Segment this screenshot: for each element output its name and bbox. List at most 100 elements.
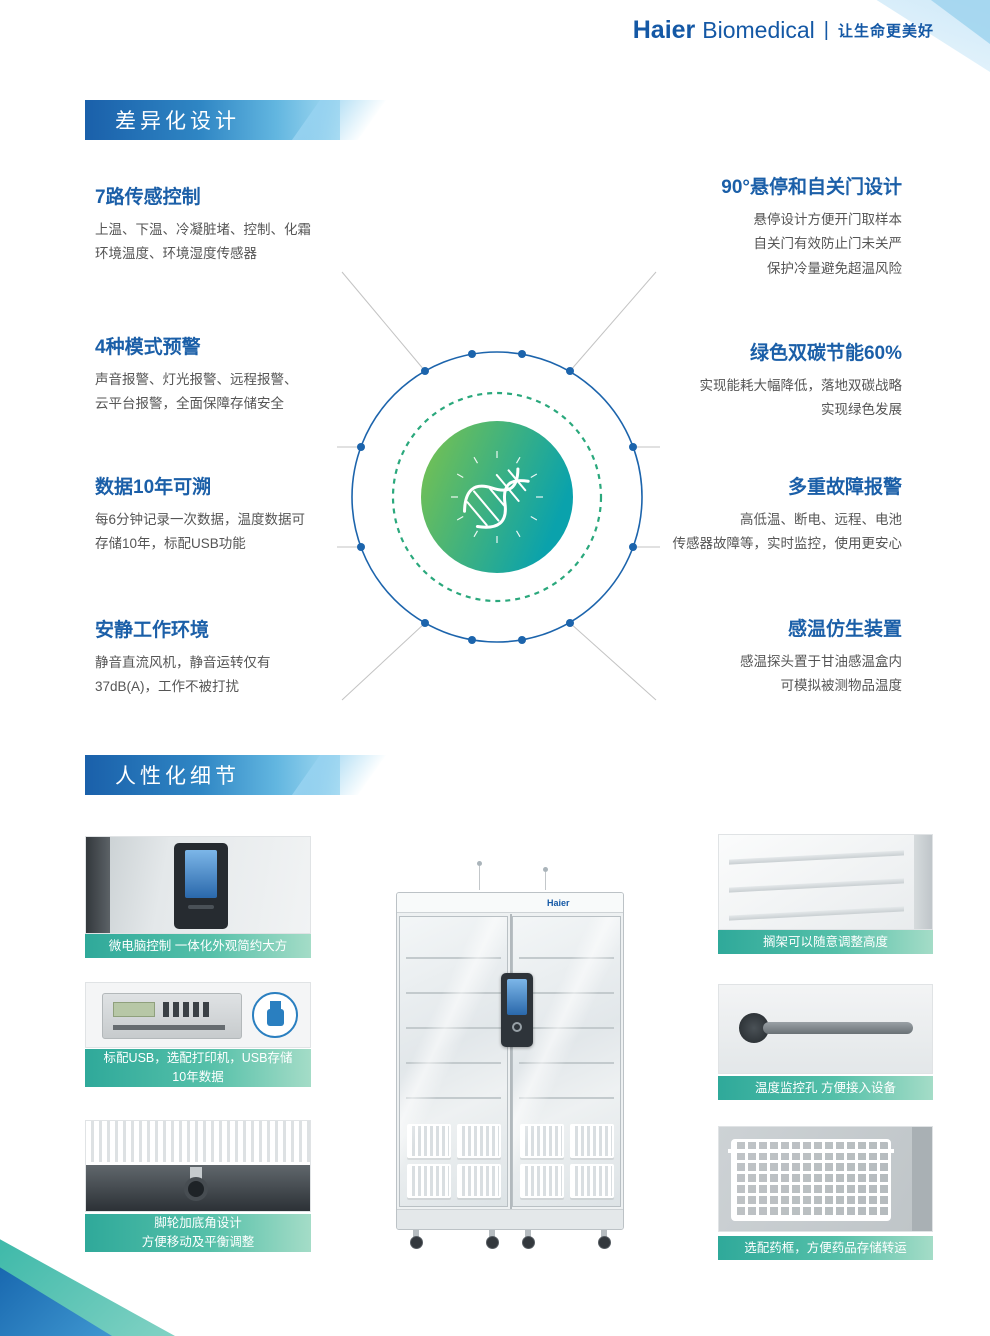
leader-line [545, 872, 546, 890]
control-panel [174, 843, 228, 929]
caption-temp-port: 温度监控孔 方便接入设备 [718, 1076, 933, 1100]
section-title-design-text: 差异化设计 [115, 110, 240, 133]
feature-text: 实现绿色发展 [821, 402, 902, 418]
center-diagram [337, 271, 660, 701]
caption-text: 温度监控孔 方便接入设备 [755, 1080, 896, 1095]
shelf-bar [729, 850, 904, 865]
feature-sensor-control: 7路传感控制 上温、下温、冷凝脏堵、控制、化霜 环境温度、环境湿度传感器 [95, 182, 311, 267]
caption-usb-printer: 标配USB，选配打印机，USB存储 10年数据 [85, 1049, 311, 1087]
dashed-circle [391, 391, 603, 603]
photo-control-panel [85, 836, 311, 934]
feature-title: 数据10年可溯 [95, 477, 212, 498]
feature-text: 存储10年，标配USB功能 [95, 536, 246, 552]
glass-reflection [400, 917, 507, 1206]
feature-title: 绿色双碳节能60% [749, 343, 902, 364]
leader-line [479, 866, 480, 890]
shelf-bar [729, 906, 904, 921]
fridge-caster [522, 1230, 535, 1250]
feature-text: 云平台报警，全面保障存储安全 [95, 396, 284, 412]
fridge-caster [598, 1230, 611, 1250]
fridge-caster [486, 1230, 499, 1250]
dna-icon [463, 467, 530, 529]
brand-divider: | [823, 19, 829, 41]
section-title-design: 差异化设计 [85, 100, 340, 140]
medicine-basket [731, 1139, 891, 1221]
caster-stem [190, 1167, 202, 1179]
feature-text: 自关门有效防止门未关严 [753, 236, 903, 252]
feature-quiet-operation: 安静工作环境 静音直流风机，静音运转仅有 37dB(A)，工作不被打扰 [95, 615, 271, 700]
caption-text: 10年数据 [172, 1070, 224, 1084]
caster-wheel [184, 1177, 208, 1201]
feature-text: 环境温度、环境湿度传感器 [95, 246, 257, 262]
brand-logo: Haier Biomedical | 让生命更美好 [633, 16, 934, 45]
feature-text: 声音报警、灯光报警、远程报警、 [95, 372, 298, 387]
section-title-details-text: 人性化细节 [115, 765, 240, 788]
probe-tube [763, 1022, 913, 1034]
photo-caster [85, 1120, 311, 1212]
feature-text: 每6分钟记录一次数据，温度数据可 [95, 512, 306, 527]
printer-keys [163, 1002, 211, 1017]
feature-text: 传感器故障等，实时监控，使用更安心 [672, 536, 903, 552]
feature-alarm-modes: 4种模式预警 声音报警、灯光报警、远程报警、 云平台报警，全面保障存储安全 [95, 332, 298, 417]
caption-text: 方便移动及平衡调整 [141, 1235, 255, 1249]
photo-shelf [718, 834, 933, 930]
printer [102, 993, 242, 1039]
feature-text: 37dB(A)，工作不被打扰 [95, 679, 240, 695]
fridge-right-door [512, 916, 621, 1207]
printer-lcd [113, 1002, 155, 1017]
brand-tagline: 让生命更美好 [837, 23, 934, 40]
feature-title: 4种模式预警 [95, 337, 201, 358]
paper-slot [113, 1025, 225, 1030]
shelf-bar [729, 878, 904, 893]
brand-haier-text: Haier [632, 16, 696, 44]
feature-title: 90°悬停和自关门设计 [721, 177, 902, 198]
fridge-doors [397, 914, 623, 1209]
fridge-plinth [397, 1209, 623, 1229]
caption-control-panel: 微电脑控制 一体化外观简约大方 [85, 934, 311, 958]
photo-basket [718, 1126, 933, 1232]
feature-fault-alarm: 多重故障报警 高低温、断电、远程、电池 传感器故障等，实时监控，使用更安心 [673, 472, 903, 557]
starburst [451, 451, 543, 543]
connector-lines [337, 271, 660, 701]
door-edge [86, 837, 110, 933]
fridge-top-panel: Haier [397, 893, 623, 913]
control-button [512, 1022, 522, 1032]
circle-dots [357, 350, 637, 644]
fridge-left-door [399, 916, 508, 1207]
cabinet-wall [914, 835, 932, 929]
feature-door-design: 90°悬停和自关门设计 悬停设计方便开门取样本 自关门有效防止门未关严 保护冷量… [721, 172, 902, 281]
feature-text: 保护冷量避免超温风险 [767, 260, 902, 276]
feature-text: 静音直流风机，静音运转仅有 [95, 655, 271, 670]
basket-rim [728, 1149, 894, 1153]
feature-text: 高低温、断电、远程、电池 [740, 512, 902, 527]
basket-bottom [86, 1121, 310, 1165]
caption-text: 选配药框，方便药品存储转运 [744, 1240, 907, 1255]
feature-title: 安静工作环境 [95, 620, 210, 641]
feature-energy-saving: 绿色双碳节能60% 实现能耗大幅降低，落地双碳战略 实现绿色发展 [700, 338, 903, 423]
feature-text: 实现能耗大幅降低，落地双碳战略 [699, 378, 903, 393]
caption-text: 搁架可以随意调整高度 [762, 934, 888, 949]
fridge-image: Haier [396, 892, 624, 1256]
fridge-caster [410, 1230, 423, 1250]
glass-reflection [513, 917, 620, 1206]
feature-text: 可模拟被测物品温度 [780, 678, 903, 694]
caption-shelf: 搁架可以随意调整高度 [718, 930, 933, 954]
brand-biomedical-text: Biomedical [702, 17, 815, 43]
caption-text: 微电脑控制 一体化外观简约大方 [108, 938, 288, 953]
fridge-logo: Haier [547, 898, 570, 908]
panel-screen [185, 850, 217, 898]
feature-bionic-sensor: 感温仿生装置 感温探头置于甘油感温盒内 可模拟被测物品温度 [740, 614, 902, 699]
photo-usb-printer [85, 982, 311, 1048]
photo-temp-port [718, 984, 933, 1074]
outer-circle [351, 351, 643, 643]
feature-text: 悬停设计方便开门取样本 [753, 212, 903, 227]
leader-dot [477, 861, 482, 866]
fridge-body: Haier [396, 892, 624, 1230]
control-screen [507, 979, 527, 1015]
feature-title: 感温仿生装置 [787, 619, 902, 640]
feature-title: 7路传感控制 [95, 187, 201, 208]
feature-title: 多重故障报警 [787, 477, 902, 498]
section-title-details: 人性化细节 [85, 755, 340, 795]
panel-buttons [188, 905, 214, 909]
